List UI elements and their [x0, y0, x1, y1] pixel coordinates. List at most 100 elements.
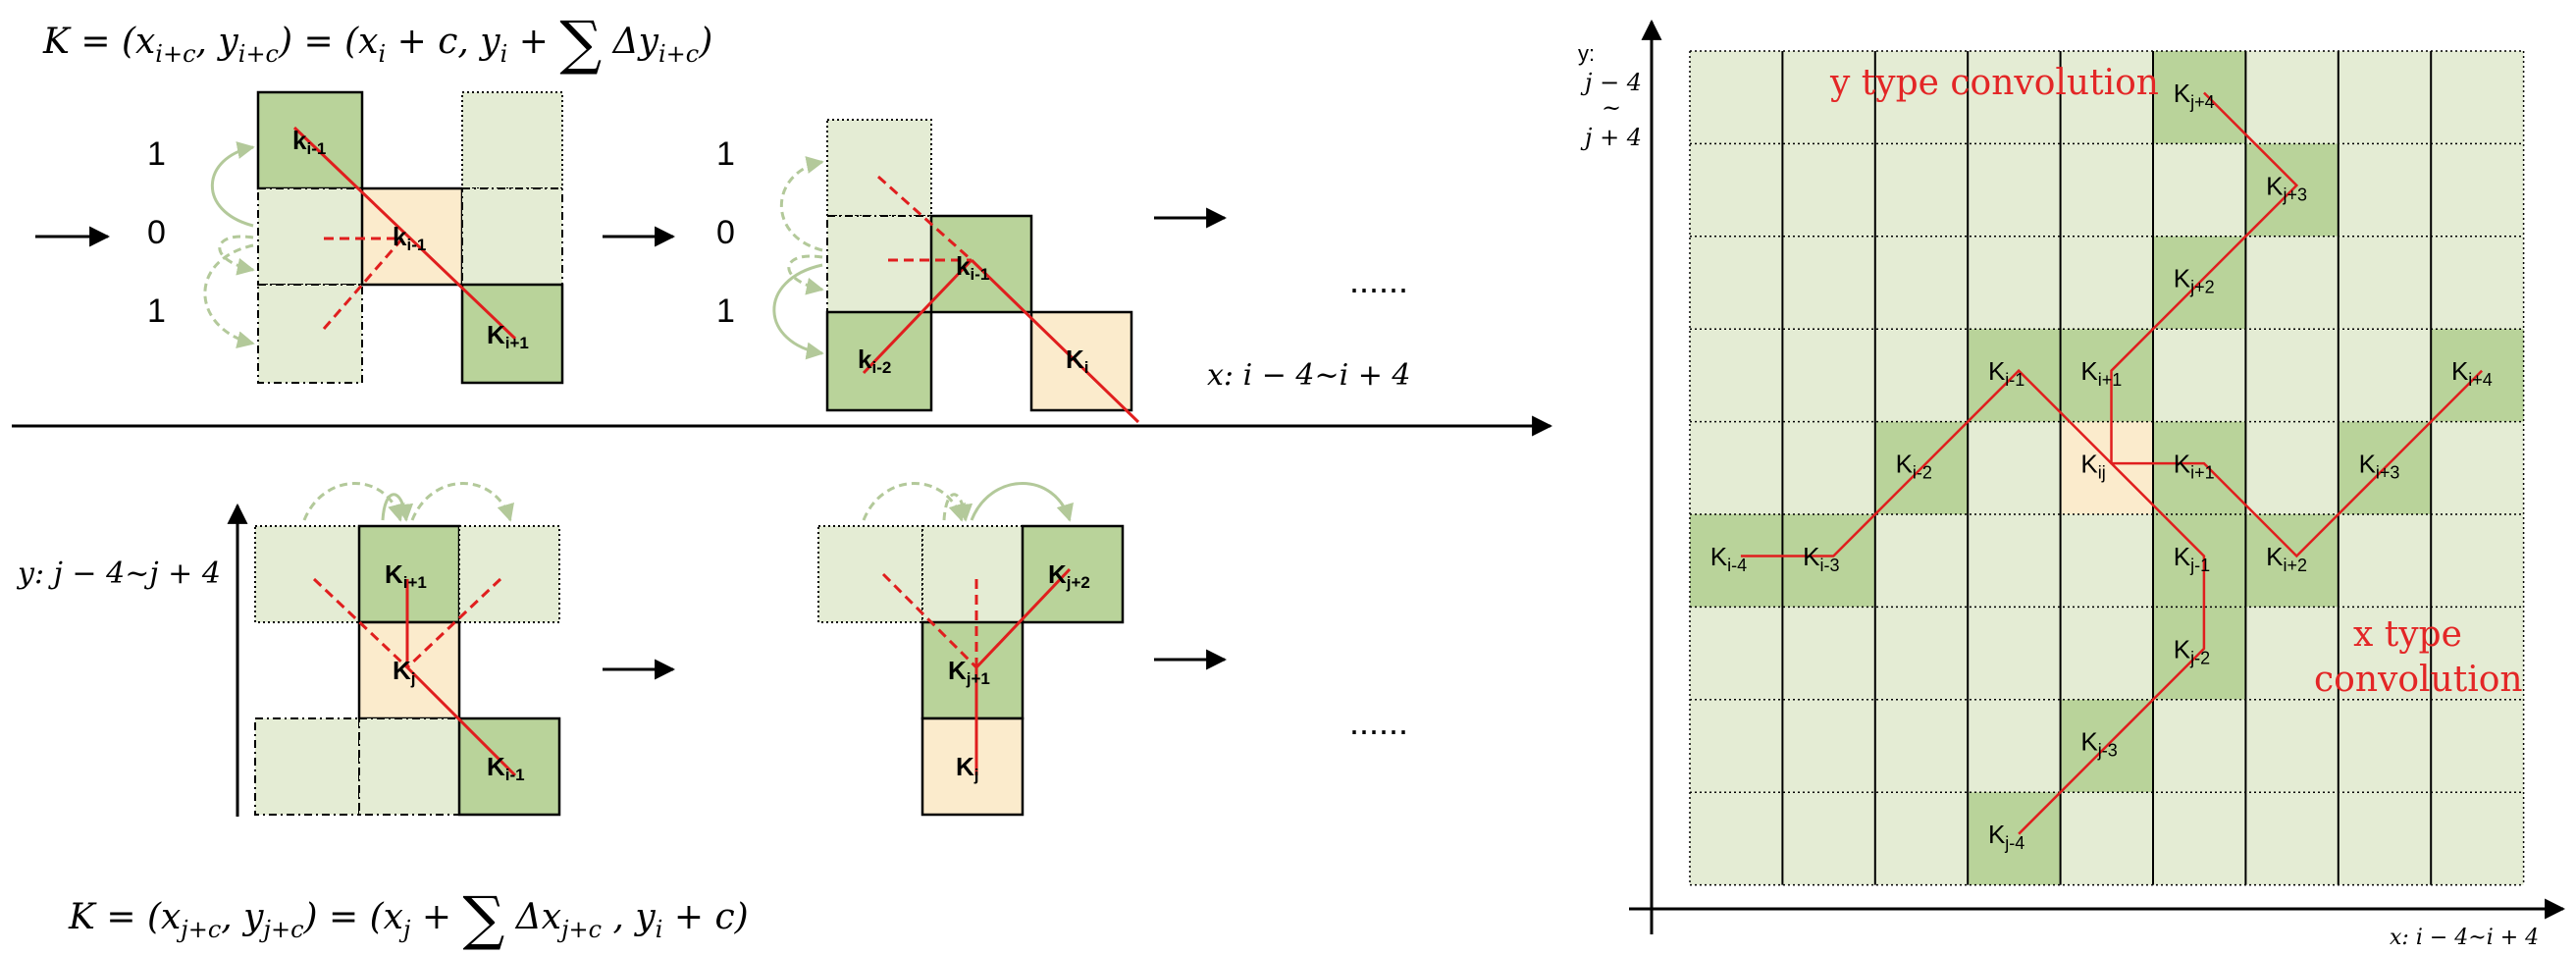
cell-medium [460, 283, 564, 385]
grid-cell [2338, 51, 2432, 144]
offset-label: 1 [147, 292, 166, 330]
cell-light [461, 91, 563, 189]
grid-cell [2153, 143, 2246, 237]
grid-cell-label: Kj+3 [2266, 171, 2307, 204]
grid-cell-label: Ki+3 [2359, 450, 2400, 483]
cell-light [817, 525, 923, 623]
cell-label: ki-2 [858, 345, 891, 377]
cell-light [257, 187, 363, 286]
cell-medium [825, 310, 933, 412]
grid-cell [1968, 607, 2061, 700]
grid-cell [1874, 514, 1969, 608]
grid-cell [1874, 329, 1969, 422]
cell-label: Kj+1 [948, 656, 990, 688]
svg-text:K = (xi+c, yi+c) = (xi + c, yi: K = (xi+c, yi+c) = (xi + c, yi + ∑ Δyi+c… [42, 9, 712, 78]
grid-cell [2431, 236, 2524, 330]
grid-cell [1690, 329, 1783, 422]
top-formula: K = (xi+c, yi+c) = (xi + c, yi + ∑ Δyi+c… [42, 9, 712, 78]
grid-cell [2338, 514, 2432, 608]
grid-cell [1968, 699, 2061, 793]
grid-y-range-bottom: j + 4 [1580, 124, 1642, 151]
grid-cell [2245, 236, 2339, 330]
x-type-path [1740, 368, 2484, 558]
grid-x-axis-label: x: i − 4~i + 4 [2390, 926, 2539, 950]
formula-sub: j+c [556, 916, 602, 943]
grid-cell [2245, 421, 2339, 514]
grid-cell-highlight [2153, 51, 2246, 144]
grid-cell-highlight [2153, 514, 2246, 608]
grid-cell [1874, 699, 1969, 793]
grid-cell-label: Kj+2 [2174, 264, 2215, 297]
conv-path [292, 126, 517, 341]
cell-light [921, 525, 1024, 623]
formula-sub: j+c [176, 916, 221, 943]
bottom-step-2: Kj+2 Kj+1 Kj ...... [817, 482, 1408, 817]
grid-cell [2338, 329, 2432, 422]
formula-sub: i [656, 916, 663, 943]
formula-sub: j+c [259, 916, 304, 943]
conv-candidate [322, 238, 404, 330]
conv-path [974, 567, 1072, 669]
move-arrow [381, 493, 414, 522]
grid-cell [1782, 329, 1875, 422]
cell-label: Kj [956, 752, 979, 784]
cell-label: ki-1 [956, 251, 989, 284]
formula-part: Δy [602, 22, 658, 62]
grid-cell [2245, 329, 2339, 422]
sum-symbol: ∑ [463, 884, 505, 953]
grid-cell-highlight [2060, 421, 2153, 514]
grid-cell-label: Ki+4 [2451, 356, 2493, 390]
grid-cell [2431, 143, 2524, 237]
grid-cell [1690, 143, 1783, 237]
grid-cell [1968, 51, 2061, 144]
grid-cell [2431, 514, 2524, 608]
grid-cell-label: Kj-3 [2080, 727, 2117, 761]
offset-label: 1 [716, 135, 735, 173]
conv-candidate [405, 577, 502, 669]
grid-cell [2431, 792, 2524, 885]
move-arrow [970, 482, 1074, 522]
grid-cell [1782, 421, 1875, 514]
conv-candidate [876, 175, 973, 262]
cell-label: Ki+1 [385, 559, 427, 592]
move-arrow [772, 263, 824, 360]
formula-sub: i+c [238, 40, 279, 68]
conv-path [970, 258, 1140, 424]
top-step-1: 1 0 1 ki-1 ki-1 Ki+1 [35, 90, 676, 385]
grid-cell [2338, 607, 2432, 700]
grid-cell [2338, 236, 2432, 330]
grid-cell-label: Ki-3 [1803, 542, 1839, 575]
formula-sub: i+c [155, 40, 195, 68]
grid-cell [2431, 607, 2524, 700]
cell-label: ki-1 [393, 222, 426, 254]
grid-cell-label: Kj-2 [2174, 634, 2210, 667]
grid-cell [1690, 421, 1783, 514]
cell-center [1029, 310, 1133, 412]
grid-cell [2060, 607, 2153, 700]
grid-cell [2060, 792, 2153, 885]
cell-light [458, 525, 560, 623]
grid-cell [1782, 792, 1875, 885]
grid-cell [1968, 143, 2061, 237]
formula-part: K = (x [68, 897, 181, 937]
grid-cell [1874, 607, 1969, 700]
grid-cell [1968, 421, 2061, 514]
offset-label: 0 [147, 214, 166, 251]
grid-cell [1782, 51, 1875, 144]
grid-cell [1968, 236, 2061, 330]
cell-label: Kj+2 [1048, 559, 1090, 592]
cell-medium [1021, 524, 1125, 624]
cell-light [826, 119, 932, 217]
grid-y-axis-label: y: [1578, 41, 1595, 66]
move-arrow [942, 493, 973, 522]
grid-lines [1689, 50, 2525, 886]
formula-part: + c) [662, 897, 748, 937]
grid-cell [1690, 236, 1783, 330]
cell-medium [929, 214, 1033, 314]
grid-cell [2060, 143, 2153, 237]
grid-cell [1690, 699, 1783, 793]
grid-cell [2338, 792, 2432, 885]
grid-cell [1690, 607, 1783, 700]
move-arrow [410, 482, 514, 522]
